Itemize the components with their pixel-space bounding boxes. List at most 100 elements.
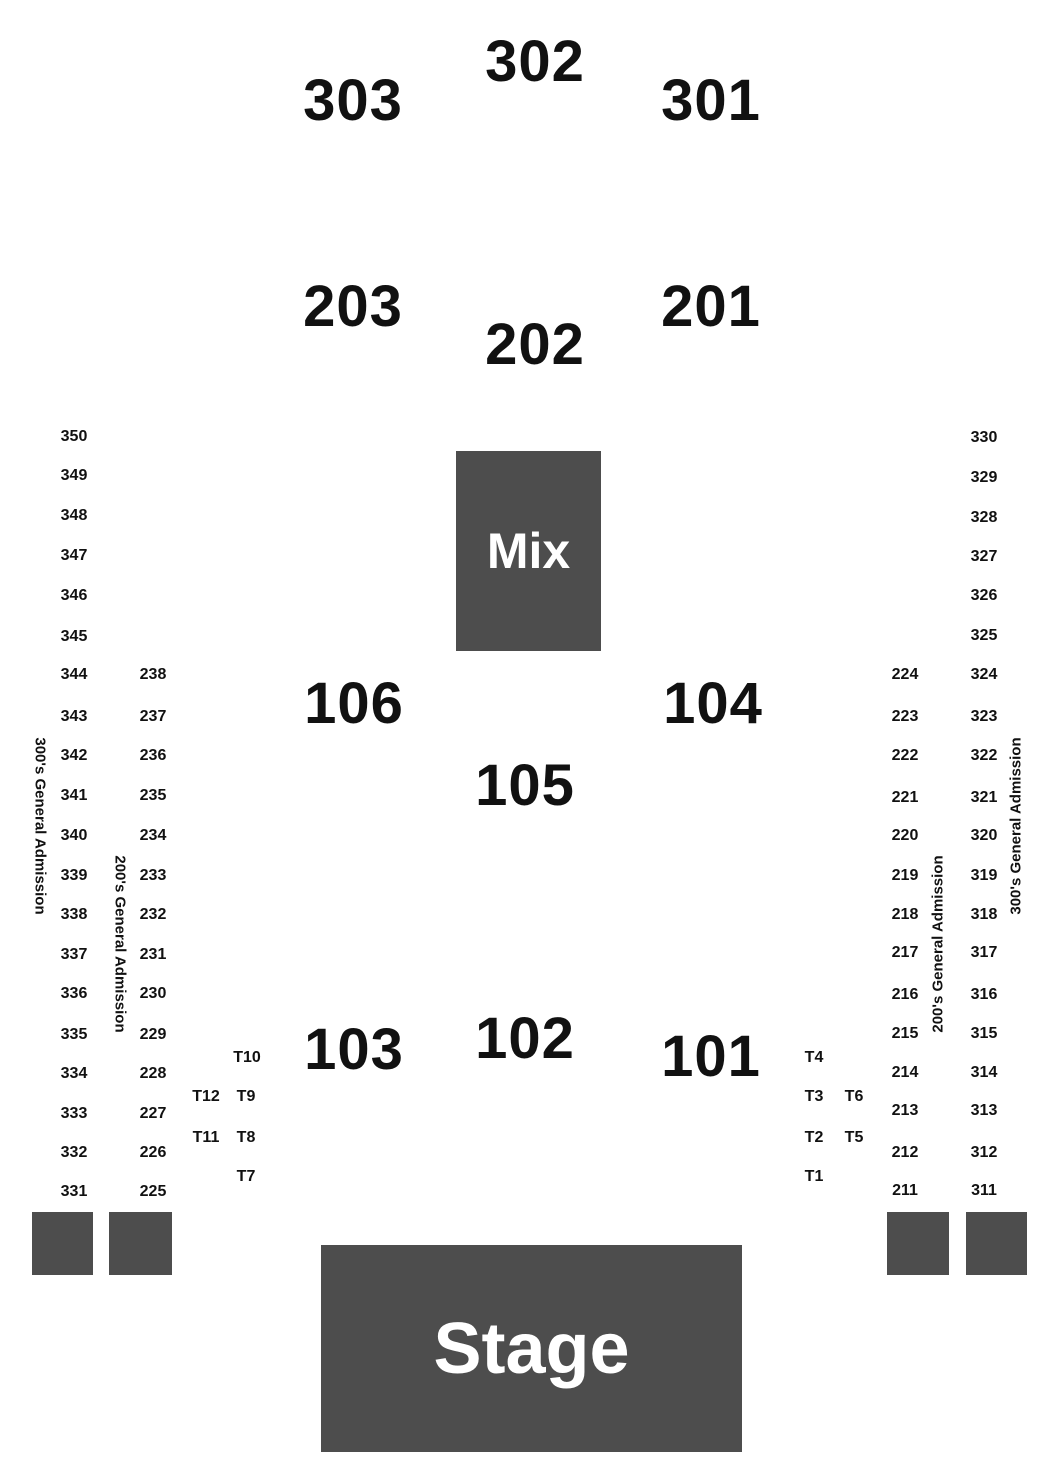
row-label[interactable]: 231: [139, 946, 167, 963]
row-label[interactable]: 320: [970, 827, 998, 844]
row-label[interactable]: 330: [970, 429, 998, 446]
row-label[interactable]: 235: [139, 787, 167, 804]
ga-300-right-block[interactable]: [966, 1212, 1027, 1275]
row-label[interactable]: 329: [970, 469, 998, 486]
table-t11[interactable]: T11: [192, 1129, 220, 1146]
row-label[interactable]: 215: [891, 1025, 919, 1042]
row-label[interactable]: 339: [60, 867, 88, 884]
row-label[interactable]: 236: [139, 747, 167, 764]
section-104[interactable]: 104: [663, 671, 763, 736]
row-label[interactable]: 346: [60, 587, 88, 604]
row-label[interactable]: 218: [891, 906, 919, 923]
section-105[interactable]: 105: [475, 753, 575, 818]
row-label[interactable]: 311: [971, 1182, 997, 1199]
table-t4[interactable]: T4: [804, 1049, 824, 1066]
section-201[interactable]: 201: [661, 274, 761, 339]
table-t5[interactable]: T5: [844, 1129, 864, 1146]
section-102[interactable]: 102: [475, 1006, 575, 1071]
row-label[interactable]: 334: [60, 1065, 88, 1082]
row-label[interactable]: 345: [60, 628, 88, 645]
row-label[interactable]: 316: [970, 986, 998, 1003]
row-label[interactable]: 211: [892, 1182, 918, 1199]
row-label[interactable]: 212: [891, 1144, 919, 1161]
section-301[interactable]: 301: [661, 68, 761, 133]
row-label[interactable]: 226: [139, 1144, 167, 1161]
row-label[interactable]: 224: [891, 666, 919, 683]
row-label[interactable]: 220: [891, 827, 919, 844]
row-label[interactable]: 332: [60, 1144, 88, 1161]
row-label[interactable]: 222: [891, 747, 919, 764]
ga-200-right-block[interactable]: [887, 1212, 949, 1275]
row-label[interactable]: 349: [60, 467, 88, 484]
section-303[interactable]: 303: [303, 68, 403, 133]
ga-300-left-block[interactable]: [32, 1212, 93, 1275]
table-t12[interactable]: T12: [192, 1088, 220, 1105]
row-label[interactable]: 326: [970, 587, 998, 604]
row-label[interactable]: 340: [60, 827, 88, 844]
row-label[interactable]: 219: [891, 867, 919, 884]
ga-200-left-block[interactable]: [109, 1212, 172, 1275]
row-label[interactable]: 317: [970, 944, 998, 961]
table-t6[interactable]: T6: [844, 1088, 864, 1105]
row-label[interactable]: 232: [139, 906, 167, 923]
table-t2[interactable]: T2: [804, 1129, 824, 1146]
row-label[interactable]: 238: [139, 666, 167, 683]
section-101[interactable]: 101: [661, 1024, 761, 1089]
row-label[interactable]: 312: [970, 1144, 998, 1161]
row-label[interactable]: 343: [60, 708, 88, 725]
table-t9[interactable]: T9: [236, 1088, 256, 1105]
row-label[interactable]: 350: [60, 428, 88, 445]
row-label[interactable]: 331: [60, 1183, 88, 1200]
table-t8[interactable]: T8: [236, 1129, 256, 1146]
table-t10[interactable]: T10: [233, 1049, 261, 1066]
row-label[interactable]: 323: [970, 708, 998, 725]
row-label[interactable]: 322: [970, 747, 998, 764]
table-t3[interactable]: T3: [804, 1088, 824, 1105]
row-label[interactable]: 321: [970, 789, 998, 806]
row-label[interactable]: 342: [60, 747, 88, 764]
row-label[interactable]: 314: [970, 1064, 998, 1081]
row-label[interactable]: 337: [60, 946, 88, 963]
row-label[interactable]: 229: [139, 1026, 167, 1043]
row-label[interactable]: 333: [60, 1105, 88, 1122]
table-t1[interactable]: T1: [804, 1168, 824, 1185]
row-label[interactable]: 318: [970, 906, 998, 923]
row-label[interactable]: 237: [139, 708, 167, 725]
mix-booth: Mix: [456, 451, 601, 651]
row-label[interactable]: 319: [970, 867, 998, 884]
row-label[interactable]: 328: [970, 509, 998, 526]
section-203[interactable]: 203: [303, 274, 403, 339]
row-label[interactable]: 216: [891, 986, 919, 1003]
row-label[interactable]: 325: [970, 627, 998, 644]
row-label[interactable]: 347: [60, 547, 88, 564]
section-202[interactable]: 202: [485, 312, 585, 377]
row-label[interactable]: 341: [60, 787, 88, 804]
row-label[interactable]: 335: [60, 1026, 88, 1043]
row-label[interactable]: 348: [60, 507, 88, 524]
ga-200-left-label: 200's General Admission: [111, 855, 129, 1033]
row-label[interactable]: 214: [891, 1064, 919, 1081]
row-label[interactable]: 324: [970, 666, 998, 683]
row-label[interactable]: 344: [60, 666, 88, 683]
row-label[interactable]: 234: [139, 827, 167, 844]
row-label[interactable]: 217: [891, 944, 919, 961]
row-label[interactable]: 228: [139, 1065, 167, 1082]
row-label[interactable]: 227: [139, 1105, 167, 1122]
ga-300-left-label: 300's General Admission: [31, 737, 49, 915]
table-t7[interactable]: T7: [236, 1168, 256, 1185]
row-label[interactable]: 225: [139, 1183, 167, 1200]
row-label[interactable]: 223: [891, 708, 919, 725]
row-label[interactable]: 315: [970, 1025, 998, 1042]
row-label[interactable]: 213: [891, 1102, 919, 1119]
row-label[interactable]: 327: [970, 548, 998, 565]
row-label[interactable]: 338: [60, 906, 88, 923]
row-label[interactable]: 221: [891, 789, 919, 806]
section-302[interactable]: 302: [485, 29, 585, 94]
row-label[interactable]: 313: [970, 1102, 998, 1119]
row-label[interactable]: 233: [139, 867, 167, 884]
section-103[interactable]: 103: [304, 1017, 404, 1082]
row-label[interactable]: 230: [139, 985, 167, 1002]
section-106[interactable]: 106: [304, 671, 404, 736]
stage-label: Stage: [433, 1308, 630, 1389]
row-label[interactable]: 336: [60, 985, 88, 1002]
